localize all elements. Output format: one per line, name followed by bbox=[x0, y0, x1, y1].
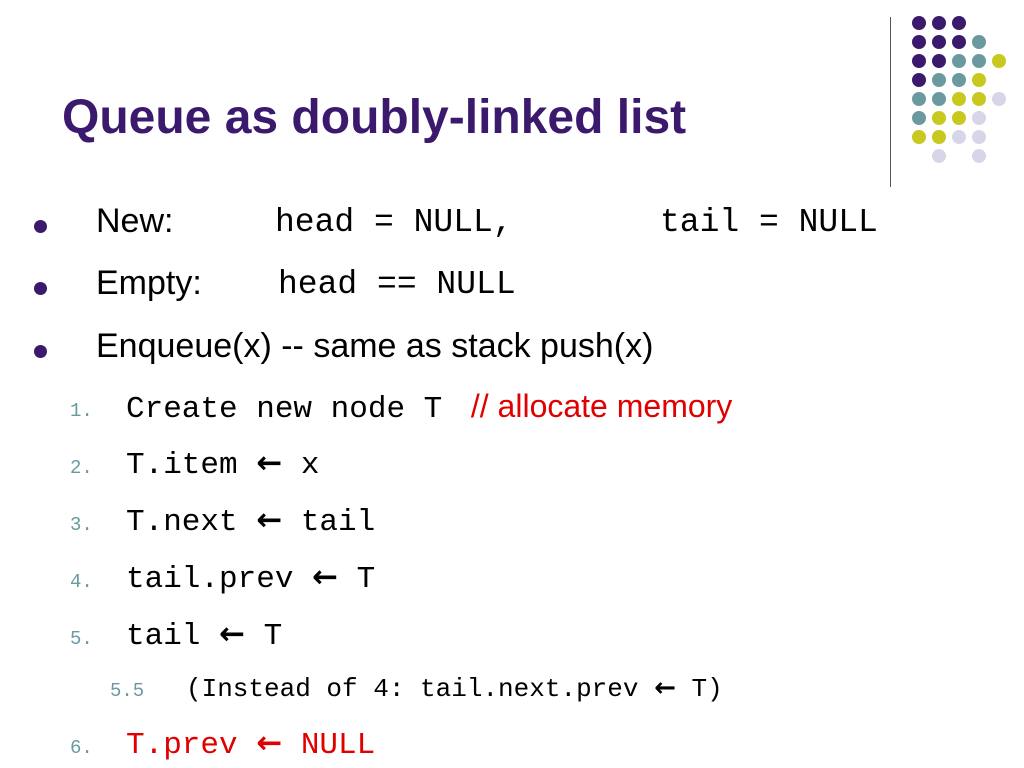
decor-dot bbox=[912, 16, 926, 30]
step-line-sub: (Instead of 4: tail.next.prev ← T) bbox=[186, 673, 723, 704]
decor-dot bbox=[972, 35, 986, 49]
decor-dot bbox=[932, 54, 946, 68]
decor-dot bbox=[972, 111, 986, 125]
left-arrow-icon: ← bbox=[256, 725, 283, 761]
step-rhs: tail bbox=[300, 505, 376, 540]
step-lhs: tail bbox=[126, 619, 201, 654]
decor-dot bbox=[912, 111, 926, 125]
decor-dot bbox=[972, 149, 986, 163]
step-lhs: T.next bbox=[126, 505, 238, 540]
step-line: tail ← T bbox=[126, 616, 282, 654]
left-arrow-icon: ← bbox=[219, 616, 246, 652]
bullet-new: New: head = NULL, tail = NULL bbox=[0, 200, 1000, 250]
decor-dot bbox=[932, 111, 946, 125]
divider-line bbox=[890, 17, 891, 187]
step-comment: // allocate memory bbox=[470, 388, 733, 424]
step-rhs: T bbox=[356, 562, 376, 597]
step-code: Create new node T bbox=[126, 392, 443, 427]
left-arrow-icon: ← bbox=[256, 445, 283, 481]
decor-dot bbox=[932, 73, 946, 87]
left-arrow-icon: ← bbox=[312, 559, 339, 595]
decor-dot bbox=[952, 54, 966, 68]
step-lhs: (Instead of 4: tail.next.prev bbox=[186, 674, 639, 704]
slide-title: Queue as doubly-linked list bbox=[62, 91, 687, 144]
decor-dot bbox=[992, 92, 1006, 106]
bullet-empty: Empty: head == NULL bbox=[0, 262, 1000, 312]
step-number: 5. bbox=[70, 628, 93, 650]
step-rhs: x bbox=[300, 448, 320, 483]
step-line: T.next ← tail bbox=[126, 502, 375, 540]
decor-dot bbox=[912, 54, 926, 68]
decor-dot bbox=[952, 92, 966, 106]
decor-dot bbox=[952, 16, 966, 30]
decor-dot bbox=[912, 35, 926, 49]
step-number: 5.5 bbox=[110, 680, 145, 702]
decor-dot bbox=[932, 130, 946, 144]
bullet-label: Empty: bbox=[96, 264, 202, 302]
decor-dot bbox=[952, 73, 966, 87]
decor-dot bbox=[932, 35, 946, 49]
decor-dot bbox=[912, 130, 926, 144]
step-number: 2. bbox=[70, 457, 93, 479]
decor-dot bbox=[912, 92, 926, 106]
step-rhs: T bbox=[263, 619, 283, 654]
step-number: 1. bbox=[70, 400, 93, 422]
decor-dot bbox=[952, 111, 966, 125]
bullet-code: head = NULL, bbox=[275, 204, 513, 241]
bullet-code: tail = NULL bbox=[660, 204, 878, 241]
decor-dot bbox=[972, 54, 986, 68]
decor-dot bbox=[972, 73, 986, 87]
step-line: tail.prev ← T bbox=[126, 559, 375, 597]
bullet-enqueue: Enqueue(x) -- same as stack push(x) bbox=[0, 327, 1000, 377]
bullet-dot bbox=[34, 220, 47, 233]
bullet-code: head == NULL bbox=[278, 266, 516, 303]
decor-dot bbox=[932, 149, 946, 163]
step-line: Create new node T // allocate memory bbox=[126, 388, 732, 427]
step-number: 6. bbox=[70, 737, 93, 759]
bullet-dot bbox=[34, 282, 47, 295]
decor-dot bbox=[912, 73, 926, 87]
left-arrow-icon: ← bbox=[654, 673, 676, 703]
decor-dot bbox=[972, 92, 986, 106]
decor-dot bbox=[972, 130, 986, 144]
left-arrow-icon: ← bbox=[256, 502, 283, 538]
step-lhs: tail.prev bbox=[126, 562, 294, 597]
bullet-dot bbox=[34, 345, 47, 358]
decor-dot bbox=[952, 130, 966, 144]
step-line: T.item ← x bbox=[126, 445, 319, 483]
decor-dot bbox=[932, 16, 946, 30]
step-number: 4. bbox=[70, 571, 93, 593]
decor-dot bbox=[932, 92, 946, 106]
step-rhs: NULL bbox=[300, 728, 376, 763]
decor-dot bbox=[992, 54, 1006, 68]
step-rhs: T) bbox=[691, 674, 723, 704]
step-lhs: T.prev bbox=[126, 728, 238, 763]
step-lhs: T.item bbox=[126, 448, 238, 483]
decor-dot bbox=[952, 35, 966, 49]
bullet-label: Enqueue(x) -- same as stack push(x) bbox=[96, 327, 654, 365]
step-number: 3. bbox=[70, 514, 93, 536]
step-line-highlight: T.prev ← NULL bbox=[126, 725, 375, 763]
bullet-label: New: bbox=[96, 202, 174, 240]
